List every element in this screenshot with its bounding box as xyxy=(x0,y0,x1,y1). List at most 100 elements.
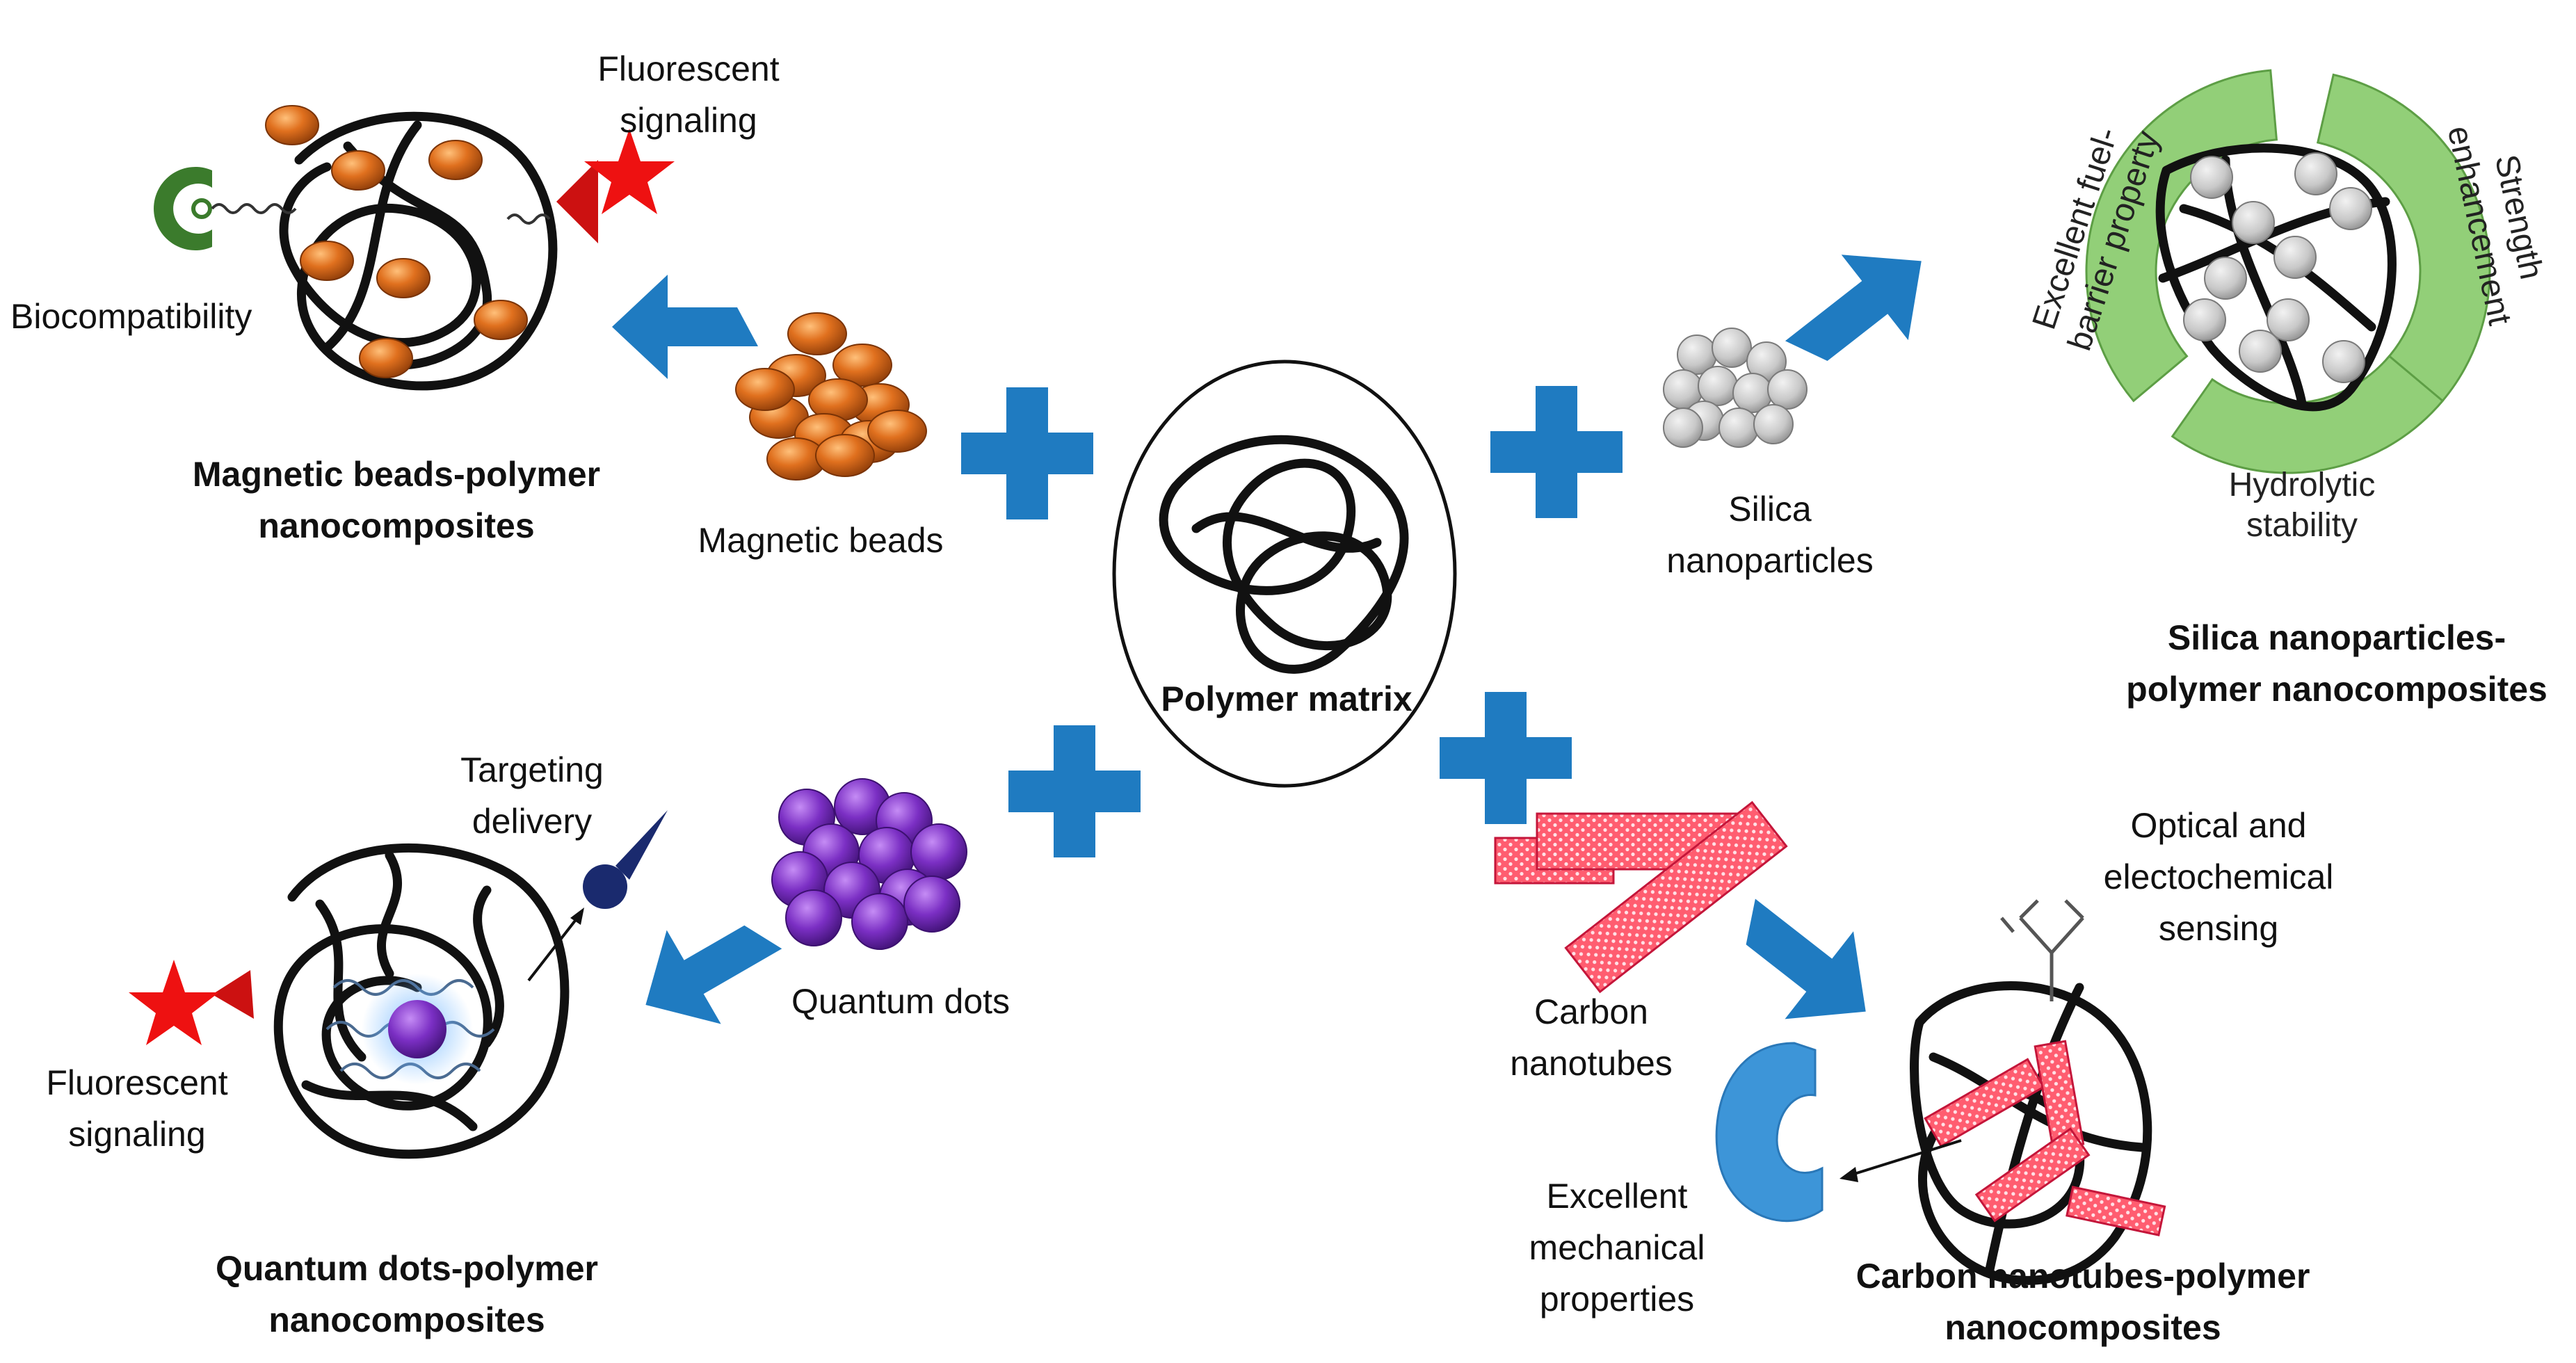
silica-particle xyxy=(2294,152,2337,195)
silica-particle xyxy=(1718,408,1759,448)
polymer-coil-center xyxy=(1159,435,1409,674)
magnetic-bead xyxy=(832,344,892,387)
magnetic-bead xyxy=(265,105,319,145)
bead-group-magnetic xyxy=(265,105,528,378)
quantum-product-title: Quantum dots-polymer nanocomposites xyxy=(216,1243,598,1346)
nanotube-icon xyxy=(2066,1186,2166,1236)
fluor-tag-triangle-magnetic xyxy=(556,160,598,243)
targeting-ligand-icon xyxy=(583,864,627,909)
silica-particle xyxy=(2322,340,2365,383)
property-ring-segment xyxy=(2171,355,2445,474)
silica-particle xyxy=(2329,187,2372,230)
arrow-icon-quantum xyxy=(645,925,782,1024)
polymer-matrix-node xyxy=(1112,360,1457,788)
magnetic-fluor-line2: signaling xyxy=(620,101,757,140)
carbon-mechanical-line2: mechanical xyxy=(1529,1228,1705,1267)
silica-particle xyxy=(1767,369,1808,410)
silica-particle-group xyxy=(2183,152,2372,383)
quantum-dot xyxy=(851,893,908,950)
quantum-targeting-line2: delivery xyxy=(472,802,593,841)
property-ring-segment xyxy=(2316,73,2491,408)
bio-ligand-icon xyxy=(154,167,212,250)
silica-particle xyxy=(2267,298,2310,341)
fluor-tag-triangle-quantum xyxy=(212,970,254,1019)
magnetic-product-title-line2: nanocomposites xyxy=(258,506,535,545)
carbon-mechanical-line3: properties xyxy=(1539,1280,1695,1318)
magnetic-beads-cluster xyxy=(735,312,927,481)
carbon-product-title: Carbon nanotubes-polymer nanocomposites xyxy=(1856,1250,2310,1353)
magnetic-input-label: Magnetic beads xyxy=(698,521,944,560)
quantum-product-title-line2: nanocomposites xyxy=(268,1300,545,1339)
targeting-ligand-tail xyxy=(615,810,668,880)
silica-particle xyxy=(2190,156,2233,199)
carbon-mechanical-line1: Excellent xyxy=(1546,1177,1688,1216)
magnetic-biocompat-label: Biocompatibility xyxy=(10,297,252,336)
bio-ligand-dot xyxy=(191,198,212,219)
silica-particle xyxy=(1753,404,1794,444)
plus-icon-magnetic xyxy=(961,387,1093,519)
carbon-nanocomposite-icon xyxy=(1715,899,2166,1285)
magnetic-bead xyxy=(331,150,385,191)
quantum-dots-cluster xyxy=(771,778,967,950)
silica-input-label: Silica nanoparticles xyxy=(1666,483,1873,586)
magnetic-bead xyxy=(300,241,354,281)
star-icon-magnetic xyxy=(584,129,675,214)
carbon-sensing-label: Optical and electochemical sensing xyxy=(2104,800,2334,954)
silica-input-line1: Silica xyxy=(1728,490,1812,529)
targeting-arrowhead xyxy=(570,908,584,925)
nanotube-icon xyxy=(1924,1058,2045,1148)
mechanical-cup-icon xyxy=(1715,1042,1824,1223)
carbon-sensing-line1: Optical and xyxy=(2130,806,2307,845)
quantum-dot xyxy=(903,876,960,933)
silica-nanoparticles-cluster xyxy=(1663,328,1808,448)
quantum-targeting-label: Targeting delivery xyxy=(460,744,604,847)
carbon-nanotubes-cluster xyxy=(1494,800,1788,994)
carbon-sensing-line2: electochemical xyxy=(2103,857,2334,896)
magnetic-product-title: Magnetic beads-polymer nanocomposites xyxy=(193,449,600,551)
magnetic-bead xyxy=(428,140,483,180)
star-icon-quantum xyxy=(129,960,219,1045)
plus-icon-silica xyxy=(1490,386,1623,518)
nanotube-icon xyxy=(1564,800,1788,994)
magnetic-product-title-line1: Magnetic beads-polymer xyxy=(192,455,601,494)
magnetic-bead xyxy=(359,338,413,378)
quantum-fluor-line2: signaling xyxy=(68,1115,206,1154)
carbon-sensing-line3: sensing xyxy=(2158,909,2279,948)
carbon-input-line2: nanotubes xyxy=(1510,1044,1673,1083)
antibody-icon xyxy=(2000,899,2084,1001)
nanotube-icon xyxy=(2034,1040,2085,1151)
arrow-icon-magnetic xyxy=(612,275,758,379)
quantum-targeting-line1: Targeting xyxy=(460,750,604,789)
carbon-product-title-line2: nanocomposites xyxy=(1945,1308,2221,1347)
quantum-fluor-label: Fluorescent signaling xyxy=(46,1057,227,1160)
quantum-dot xyxy=(785,889,842,946)
silica-product-title-line2: polymer nanocomposites xyxy=(2126,670,2547,709)
polymer-coil-carbon xyxy=(1910,981,2152,1285)
arrow-icon-silica xyxy=(1785,255,1922,362)
targeting-linker xyxy=(527,917,579,982)
silica-particle xyxy=(2183,298,2226,341)
plus-icon-carbon xyxy=(1440,692,1572,824)
nanotube-icon xyxy=(1974,1127,2091,1223)
silica-particle xyxy=(2239,330,2282,373)
arrow-icon-carbon xyxy=(1746,898,1866,1019)
bio-linker xyxy=(211,203,297,214)
silica-particle xyxy=(2273,236,2317,279)
silica-particle xyxy=(1712,328,1752,368)
silica-particle xyxy=(1698,366,1738,406)
magnetic-bead xyxy=(474,300,528,340)
magnetic-bead xyxy=(815,434,875,477)
magnetic-nanocomposite-icon xyxy=(154,105,675,391)
plus-icon-quantum xyxy=(1008,725,1141,857)
magnetic-bead xyxy=(376,258,430,298)
magnetic-bead xyxy=(867,410,927,453)
magnetic-bead xyxy=(787,312,847,355)
silica-particle xyxy=(1663,408,1703,448)
silica-particle xyxy=(2232,201,2275,244)
magnetic-fluor-line1: Fluorescent xyxy=(597,49,780,88)
carbon-product-title-line1: Carbon nanotubes-polymer xyxy=(1855,1257,2310,1296)
